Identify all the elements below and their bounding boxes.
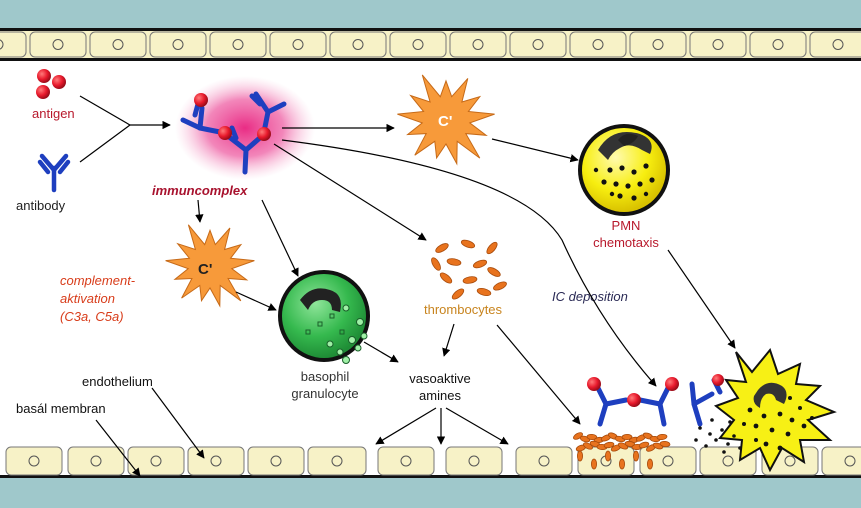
thrombocyte <box>451 288 465 300</box>
c-prime-top-label: C' <box>438 113 452 130</box>
endothelium-label: endothelium <box>82 374 153 389</box>
complement-line-1: complement- <box>60 273 136 288</box>
vasoaktive-amines-label: vasoaktive amines <box>409 371 470 403</box>
endothelial-cell <box>187 446 245 476</box>
c-prime-left-label: C' <box>198 261 212 278</box>
ic-deposition-label: IC deposition <box>552 289 628 304</box>
endothelial-cell <box>449 31 507 58</box>
top-vessel-wall <box>0 0 861 61</box>
basophil-label: basophil granulocyte <box>291 369 358 401</box>
endothelial-cell <box>809 31 861 58</box>
endothelial-cell <box>0 31 27 58</box>
thrombocyte <box>472 259 488 269</box>
pmn-label: PMN chemotaxis <box>593 218 659 250</box>
thrombocyte <box>487 267 501 277</box>
thrombocyte <box>460 239 476 249</box>
endothelial-cell <box>629 31 687 58</box>
endothelial-cell <box>749 31 807 58</box>
complement-line-2: aktivation <box>60 291 115 306</box>
endothelial-cell <box>307 446 367 476</box>
deposited-ic-icon <box>573 374 724 470</box>
antibody-label: antibody <box>16 198 66 213</box>
endothelial-cell <box>821 446 861 476</box>
immuncomplex-icon <box>175 76 315 180</box>
endothelial-cell <box>247 446 305 476</box>
pmn-cell-icon <box>578 124 670 216</box>
thrombocytes-icon <box>431 239 507 300</box>
pathway-arrows <box>95 123 736 477</box>
endothelial-cell <box>149 31 207 58</box>
vasoaktive-line-1: vasoaktive <box>409 371 470 386</box>
endothelial-cell <box>639 446 697 476</box>
basophil-line-2: granulocyte <box>291 386 358 401</box>
complement-burst-top <box>397 74 495 166</box>
endothelial-cell <box>269 31 327 58</box>
complement-activation-label: complement- aktivation (C3a, C5a) <box>60 273 136 324</box>
thrombocyte <box>446 258 462 266</box>
pmn-line-2: chemotaxis <box>593 235 659 250</box>
endothelial-cell <box>209 31 267 58</box>
thrombocyte <box>462 276 478 284</box>
endothelial-cell <box>89 31 147 58</box>
complement-line-3: (C3a, C5a) <box>60 309 124 324</box>
endothelial-cell <box>377 446 435 476</box>
antibody-icon <box>37 153 71 193</box>
endothelial-cell <box>389 31 447 58</box>
immuncomplex-label: immuncomplex <box>152 183 248 198</box>
endothelial-cell <box>445 446 503 476</box>
endothelial-cell <box>5 446 63 476</box>
thrombocyte <box>476 288 492 296</box>
pmn-line-1: PMN <box>612 218 641 233</box>
bottom-vessel-wall <box>0 446 861 508</box>
thrombocyte <box>493 281 507 291</box>
thrombocyte <box>431 257 441 271</box>
endothelial-cell <box>29 31 87 58</box>
thrombocyte <box>435 243 449 253</box>
activated-pmn-icon <box>694 347 837 473</box>
endothelial-cell <box>509 31 567 58</box>
endothelial-cell <box>569 31 627 58</box>
thrombocyte <box>439 272 453 284</box>
complement-burst-left <box>165 224 255 308</box>
endothelial-cell <box>329 31 387 58</box>
thrombocytes-label: thrombocytes <box>424 302 503 317</box>
endothelial-cell <box>515 446 573 476</box>
input-arrows <box>79 95 171 163</box>
endothelial-cell <box>577 446 635 476</box>
basal-membran-label: basál membran <box>16 401 106 416</box>
top-endothelial-cells <box>0 31 861 58</box>
antigen-label: antigen <box>32 106 75 121</box>
basophil-line-1: basophil <box>301 369 350 384</box>
endothelial-cell <box>689 31 747 58</box>
basophil-cell-icon <box>278 270 370 364</box>
amines-line-2: amines <box>419 388 461 403</box>
bottom-endothelial-cells <box>5 446 861 476</box>
thrombocyte <box>486 241 498 255</box>
endothelial-cell <box>67 446 125 476</box>
antigen-icon <box>36 69 66 99</box>
